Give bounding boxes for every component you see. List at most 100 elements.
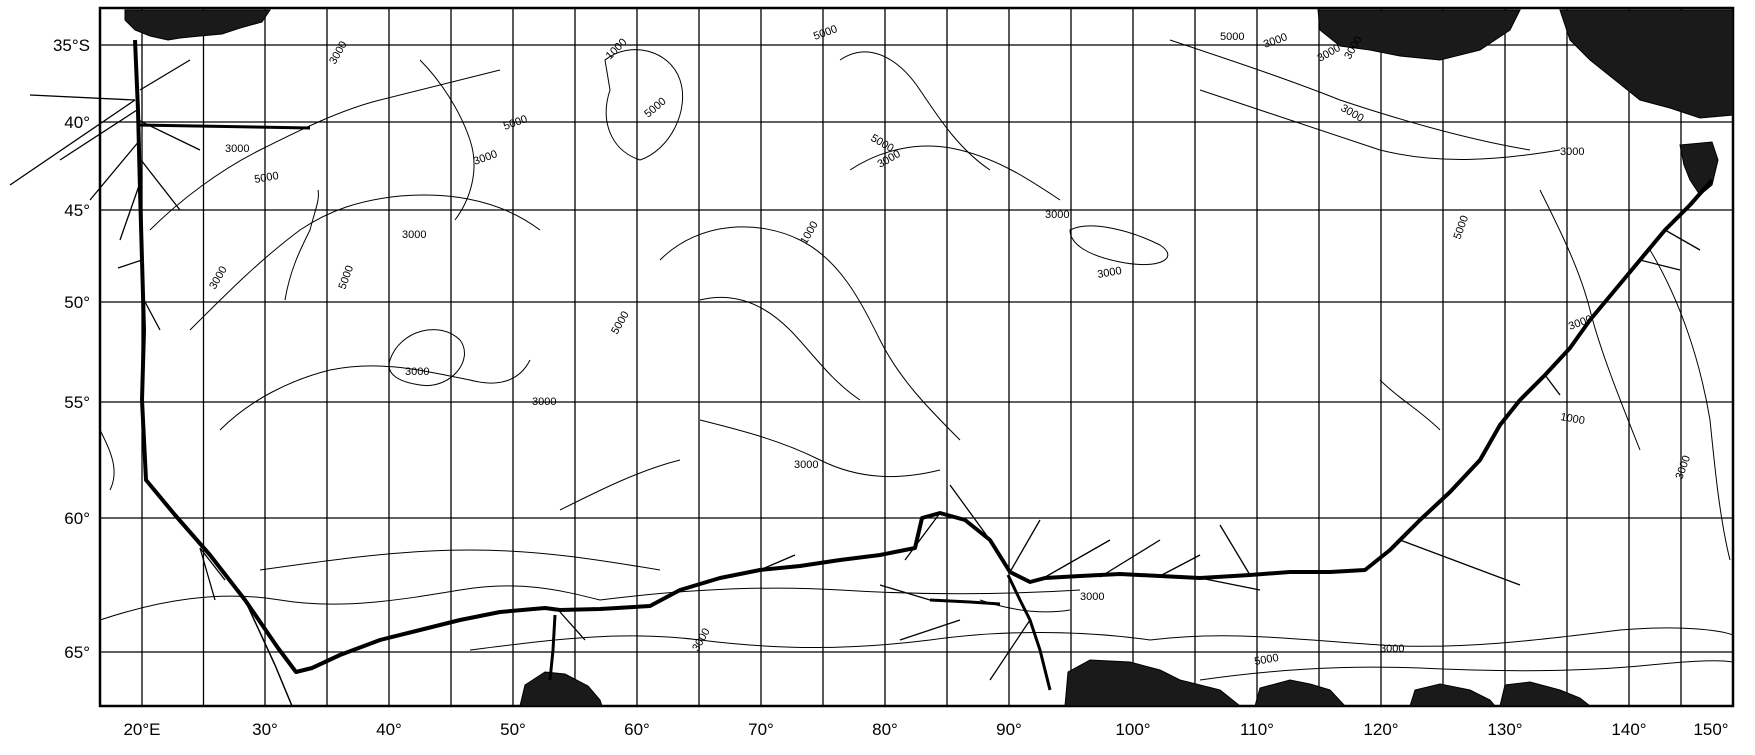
australia-landmass (1317, 9, 1521, 61)
latitude-tick-label: 60° (64, 509, 90, 528)
contour-depth-label: 3000 (876, 148, 903, 171)
antarctica-landmass-1 (519, 671, 603, 707)
contour-line (1149, 627, 1734, 647)
contour-depth-label: 5000 (1452, 214, 1472, 241)
contour-depth-label: 5000 (1253, 652, 1279, 668)
contour-depth-label: 5000 (253, 170, 279, 186)
longitude-tick-label: 20°E (123, 720, 160, 739)
longitude-tick-label: 140° (1611, 720, 1646, 739)
vector-tick (117, 259, 143, 269)
track-segment (548, 614, 557, 681)
contour-depth-label: 3000 (405, 366, 429, 378)
contour-line (1539, 189, 1641, 451)
vector-tick (989, 619, 1031, 681)
graticule (100, 8, 1733, 706)
vector-tick (1544, 374, 1561, 396)
contour-depth-label: 3000 (1045, 209, 1069, 221)
landmasses (124, 9, 1734, 707)
contour-depth-label: 3000 (1674, 454, 1694, 481)
contour-depth-label: 3000 (1380, 643, 1404, 655)
contour-depth-label: 3000 (327, 39, 350, 66)
latitude-axis-labels: 35°S40°45°50°55°60°65° (53, 36, 90, 662)
track-segment (244, 599, 293, 707)
contour-depth-label: 1000 (1559, 411, 1585, 427)
vector-tick (140, 159, 181, 211)
longitude-tick-label: 80° (872, 720, 898, 739)
ship-track (133, 39, 1714, 707)
antarctica-landmass-2 (1064, 659, 1242, 707)
vector-tick (949, 484, 991, 541)
longitude-tick-label: 120° (1363, 720, 1398, 739)
vector-tick (59, 109, 138, 161)
vector-tick (1399, 539, 1521, 586)
longitude-tick-label: 90° (996, 720, 1022, 739)
contour-line (284, 189, 319, 301)
vector-tick (199, 547, 226, 581)
contour-depth-label: 5000 (609, 309, 632, 336)
contour-loop (1069, 225, 1169, 266)
contour-line (849, 145, 1061, 201)
latitude-tick-label: 50° (64, 293, 90, 312)
vector-tick (9, 99, 136, 186)
longitude-tick-label: 110° (1240, 720, 1274, 739)
vector-tick (1199, 577, 1261, 591)
latitude-tick-label: 35°S (53, 36, 90, 55)
contour-depth-label: 3000 (1080, 591, 1104, 603)
vector-tick (1099, 539, 1161, 578)
latitude-tick-label: 55° (64, 393, 90, 412)
longitude-tick-label: 60° (624, 720, 650, 739)
contour-line (99, 585, 601, 621)
contour-line (659, 226, 961, 441)
contour-depth-label: 5000 (337, 264, 357, 291)
longitude-tick-label: 40° (376, 720, 402, 739)
vector-tick (139, 59, 191, 91)
vector-tick (899, 619, 961, 641)
contour-depth-label: 5000 (502, 113, 529, 133)
contour-depth-label: 3000 (1096, 265, 1122, 281)
contour-depth-label: 3000 (207, 264, 230, 291)
vector-tick (1159, 554, 1201, 577)
vector-tick (199, 547, 216, 601)
latitude-tick-label: 65° (64, 643, 90, 662)
contour-line (1379, 379, 1441, 431)
tasmania-landmass (1679, 141, 1719, 196)
vector-tick (89, 139, 141, 201)
contour-line (219, 359, 531, 431)
track-segment (137, 123, 311, 130)
contour-line (259, 549, 661, 571)
vector-tick (143, 299, 161, 331)
contour-depth-label: 3000 (1262, 31, 1289, 51)
vector-tick (29, 94, 136, 101)
contour-depth-label: 1000 (798, 219, 821, 246)
contour-line (1169, 39, 1531, 151)
antarctica-landmass-5 (1499, 681, 1592, 707)
vector-tick (879, 584, 931, 601)
longitude-tick-label: 50° (500, 720, 526, 739)
longitude-tick-label: 30° (252, 720, 278, 739)
contour-line (699, 419, 941, 478)
longitude-tick-label: 70° (748, 720, 774, 739)
contour-line (699, 296, 861, 401)
contour-line (839, 51, 991, 171)
contour-line (1199, 660, 1734, 681)
latitude-tick-label: 40° (64, 113, 90, 132)
vector-tick (1219, 524, 1251, 576)
africa-landmass (124, 9, 271, 41)
contour-loop (388, 329, 465, 386)
track-line (133, 39, 1714, 674)
vector-tick (1639, 259, 1681, 271)
contour-depth-label: 3000 (225, 143, 249, 155)
contour-depth-label: 3000 (472, 148, 499, 168)
contour-depth-label: 1000 (604, 36, 630, 62)
longitude-tick-label: 100° (1115, 720, 1150, 739)
contour-depth-label: 3000 (794, 459, 818, 471)
contour-line (189, 194, 541, 331)
contour-line (149, 69, 501, 231)
contour-depth-label: 5000 (812, 23, 839, 43)
vector-tick (1664, 229, 1701, 251)
map-frame (98, 6, 1735, 708)
vector-tick (559, 611, 586, 641)
